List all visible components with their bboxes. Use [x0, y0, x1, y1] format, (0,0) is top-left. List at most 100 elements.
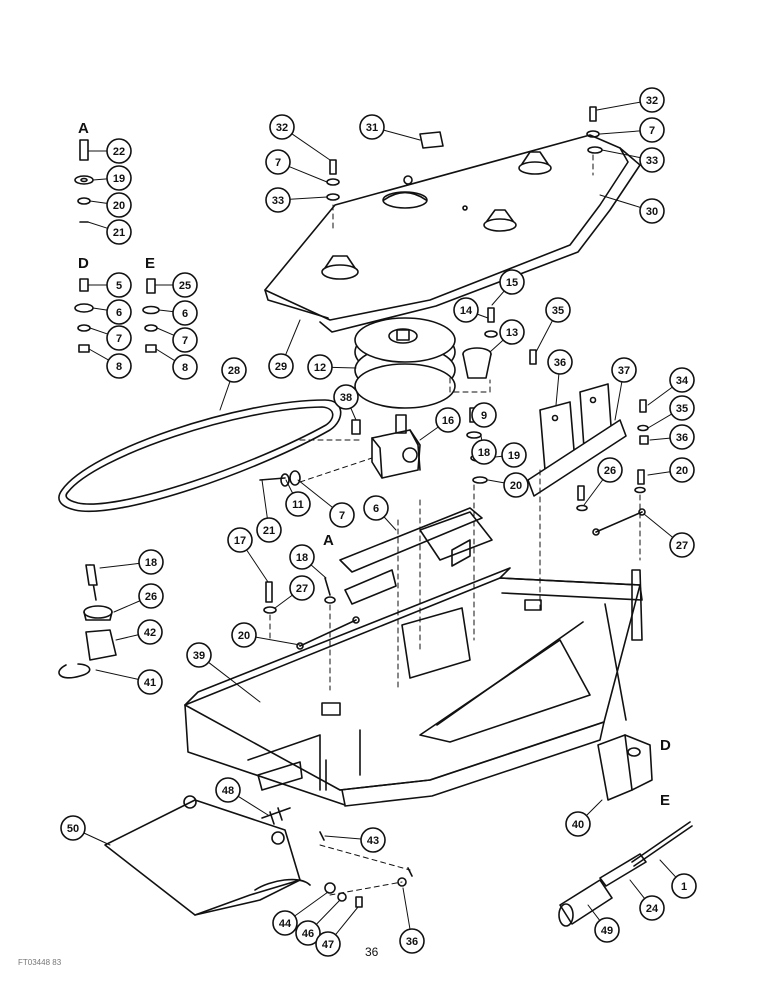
belt-part [58, 399, 342, 512]
callout-circle [106, 353, 132, 379]
callout-circle [329, 502, 355, 528]
callout-circle [639, 198, 665, 224]
callout-number: 42 [144, 627, 156, 639]
callout-number: 11 [292, 499, 304, 511]
callout-leader-line [87, 221, 109, 229]
callout-leader-line [113, 600, 141, 613]
callout-circle [594, 917, 620, 943]
callout-leader-line [95, 669, 139, 680]
callout-circle [333, 384, 359, 410]
callout-marker-20: 20 [669, 457, 695, 483]
callout-number: 8 [182, 362, 188, 374]
callout-leader-line [383, 129, 421, 141]
callout-marker-7: 7 [106, 325, 132, 351]
callout-number: 6 [182, 308, 188, 320]
callout-circle [453, 297, 479, 323]
callout-circle [289, 575, 315, 601]
callout-marker-6: 6 [106, 299, 132, 325]
callout-circle [172, 354, 198, 380]
callout-leader-line [155, 348, 176, 362]
group-letter-a: A [78, 120, 89, 137]
callout-leader-line [585, 799, 603, 817]
group-letter-d-callout: D [660, 737, 671, 754]
callout-marker-36: 36 [547, 349, 573, 375]
callout-circle [285, 491, 311, 517]
callout-circle [186, 642, 212, 668]
callout-circle [669, 457, 695, 483]
callout-circle [138, 549, 164, 575]
callout-circle [172, 272, 198, 298]
callout-number: 24 [646, 903, 659, 915]
mount-bracket-part [339, 507, 493, 605]
callout-marker-25: 25 [172, 272, 198, 298]
group-letter-a-callout: A [323, 532, 334, 549]
callout-leader-line [335, 906, 359, 936]
callout-number: 19 [508, 450, 520, 462]
rod-spacer-parts [558, 821, 693, 927]
callout-leader-line [535, 320, 553, 353]
callout-number: 6 [116, 307, 122, 319]
callout-marker-14: 14 [453, 297, 479, 323]
callout-marker-7: 7 [265, 149, 291, 175]
callout-marker-27: 27 [289, 575, 315, 601]
callout-leader-line [324, 835, 362, 840]
callout-marker-5: 5 [106, 272, 132, 298]
bushing-part [462, 347, 492, 379]
callout-number: 29 [275, 361, 287, 373]
callout-marker-35: 35 [545, 297, 571, 323]
callout-leader-line [599, 130, 641, 135]
callout-number: 38 [340, 392, 352, 404]
callout-leader-line [315, 899, 341, 925]
callout-number: 5 [116, 280, 122, 292]
callout-marker-36: 36 [669, 424, 695, 450]
callout-leader-line [643, 513, 674, 538]
callout-number: 30 [646, 206, 658, 218]
callout-circle [499, 319, 525, 345]
callout-circle [639, 87, 665, 113]
callout-leader-line [294, 891, 329, 917]
callout-leader-line [647, 386, 673, 406]
callout-circle [221, 357, 247, 383]
callout-number: 12 [314, 362, 326, 374]
callout-number: 33 [646, 155, 658, 167]
callout-marker-9: 9 [471, 402, 497, 428]
gearbox-part [371, 414, 421, 479]
callout-leader-line [629, 879, 646, 900]
page-number: 36 [365, 945, 379, 959]
callout-leader-line [89, 200, 108, 204]
callout-number: 7 [182, 335, 188, 347]
callout-leader-line [419, 426, 439, 441]
callout-circle [499, 269, 525, 295]
callout-number: 36 [676, 432, 688, 444]
callout-number: 7 [339, 510, 345, 522]
callout-number: 1 [681, 881, 687, 893]
callout-marker-12: 12 [307, 354, 333, 380]
callout-number: 20 [113, 200, 125, 212]
callout-marker-37: 37 [611, 357, 637, 383]
callout-marker-34: 34 [669, 367, 695, 393]
callout-number: 35 [552, 305, 564, 317]
callout-circle [471, 402, 497, 428]
top-cover-part [264, 134, 641, 333]
callout-marker-8: 8 [106, 353, 132, 379]
callout-number: 18 [296, 552, 308, 564]
callout-circle [172, 300, 198, 326]
callout-marker-7: 7 [329, 502, 355, 528]
callout-circle [106, 138, 132, 164]
group-letter-e-callout: E [660, 792, 670, 809]
callout-circle [106, 192, 132, 218]
callout-leader-line [255, 636, 301, 646]
callout-marker-6: 6 [363, 495, 389, 521]
callout-leader-line [297, 479, 334, 509]
callout-marker-18: 18 [289, 544, 315, 570]
callout-circle [399, 928, 425, 954]
callout-marker-46: 46 [295, 920, 321, 946]
callout-marker-32: 32 [639, 87, 665, 113]
callout-number: 20 [510, 480, 522, 492]
callout-leader-line [289, 196, 328, 200]
callout-marker-1: 1 [671, 873, 697, 899]
callout-circle [565, 811, 591, 837]
callout-number: 7 [649, 125, 655, 137]
